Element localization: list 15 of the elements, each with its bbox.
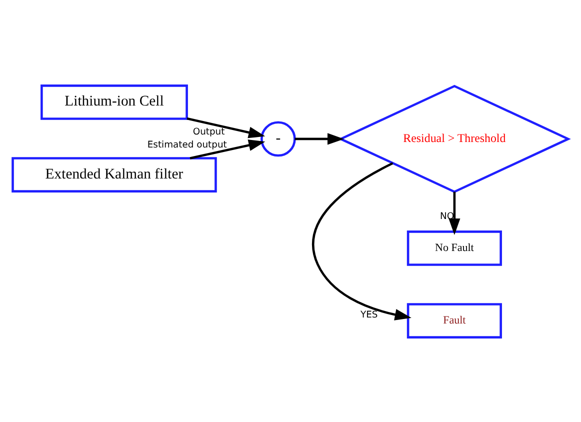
node-circle: -	[260, 120, 296, 156]
node-box: No Fault	[406, 230, 502, 266]
arrow	[448, 191, 460, 235]
arrow	[312, 162, 412, 320]
node-box: Lithium-ion Cell	[40, 84, 188, 120]
node-box: Fault	[406, 302, 502, 338]
node-diamond: Residual > Threshold	[338, 84, 571, 193]
edge-label: NO	[440, 210, 454, 222]
arrow	[294, 132, 344, 144]
arrow	[186, 116, 266, 138]
node-box: Extended Kalman filter	[12, 156, 217, 192]
arrow	[190, 139, 266, 159]
edge-label: Estimated output	[147, 138, 227, 150]
edge-label: Output	[192, 126, 225, 137]
edge-label: YES	[360, 308, 378, 320]
